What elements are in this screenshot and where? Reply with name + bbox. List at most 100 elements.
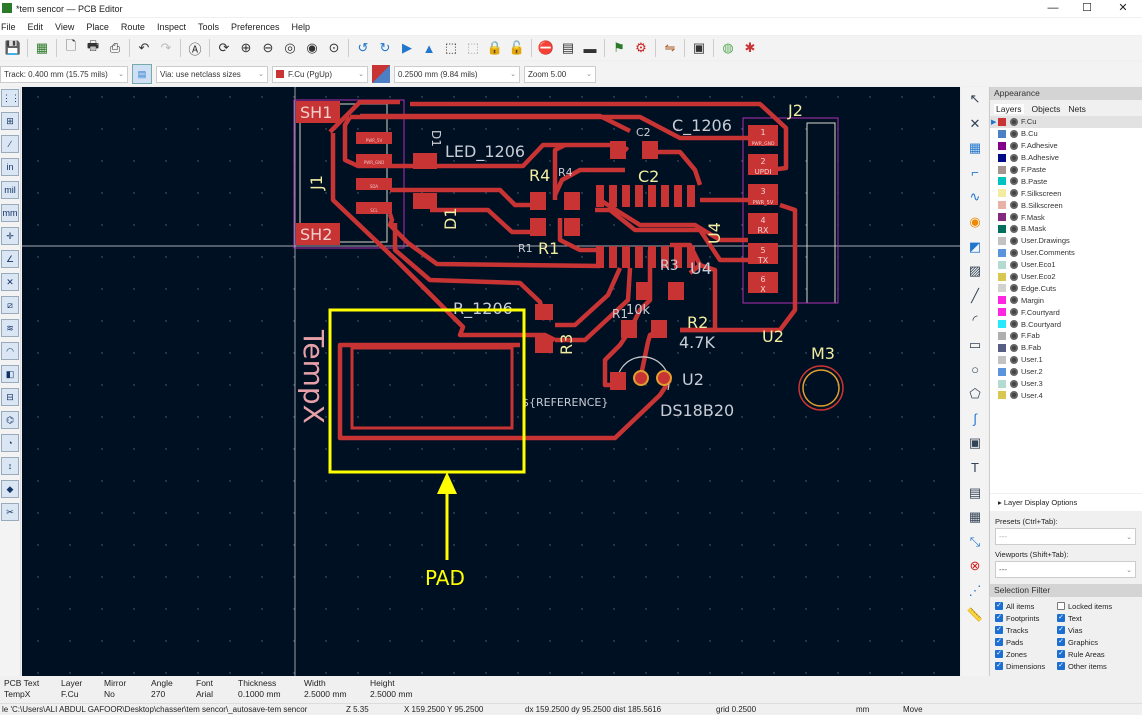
- checkbox-icon[interactable]: ✓: [995, 662, 1003, 670]
- layer-color-swatch[interactable]: [998, 331, 1006, 340]
- undo-icon[interactable]: ↶: [138, 40, 150, 55]
- cursor-icon[interactable]: ✛: [1, 227, 19, 245]
- net-inspector-icon[interactable]: ⊟: [1, 388, 19, 406]
- layer-color-swatch[interactable]: [998, 367, 1006, 376]
- eye-icon[interactable]: [1010, 308, 1018, 317]
- eye-icon[interactable]: [1010, 177, 1018, 186]
- layer-color-swatch[interactable]: [998, 224, 1006, 233]
- footprint-editor-icon[interactable]: ▤: [561, 40, 575, 55]
- eye-icon[interactable]: [1010, 320, 1018, 329]
- plugin-icon[interactable]: ◍: [722, 40, 734, 55]
- filter-checkbox[interactable]: ✓Dimensions: [995, 660, 1057, 672]
- track-width-select[interactable]: Track: 0.400 mm (15.75 mils)⌄: [0, 65, 128, 83]
- tracks-outline-icon[interactable]: ≋: [1, 319, 19, 337]
- zoom-fit-icon[interactable]: ◎: [284, 40, 296, 55]
- presets-select[interactable]: ---⌄: [995, 528, 1136, 545]
- add-footprint-icon[interactable]: ▦: [968, 140, 982, 156]
- layer-color-swatch[interactable]: [998, 308, 1006, 317]
- eye-icon[interactable]: [1010, 153, 1018, 162]
- layer-row[interactable]: User.3: [990, 378, 1142, 390]
- zoom-select[interactable]: Zoom 5.00⌄: [524, 65, 596, 83]
- grid-toggle-icon[interactable]: ⋮⋮: [1, 89, 20, 107]
- microwave-icon[interactable]: ◔: [1, 434, 19, 452]
- layer-color-swatch[interactable]: [998, 213, 1006, 222]
- grid-origin-icon[interactable]: ⋰: [968, 582, 982, 598]
- eye-icon[interactable]: [1010, 117, 1018, 126]
- layer-row[interactable]: B.Courtyard: [990, 318, 1142, 330]
- layer-row[interactable]: B.Paste: [990, 175, 1142, 187]
- viewports-select[interactable]: ---⌄: [995, 561, 1136, 578]
- draw-bezier-icon[interactable]: ∫: [973, 410, 977, 426]
- eye-icon[interactable]: [1010, 201, 1018, 210]
- redo-icon[interactable]: ↷: [160, 40, 172, 55]
- checkbox-icon[interactable]: ✓: [1057, 650, 1065, 658]
- filter-checkbox[interactable]: ✓Pads: [995, 636, 1057, 648]
- filter-checkbox[interactable]: ✓Graphics: [1057, 636, 1137, 648]
- layer-color-swatch[interactable]: [998, 355, 1006, 364]
- measure-icon[interactable]: ↕: [1, 457, 19, 475]
- local-ratsnest-icon[interactable]: ✕: [969, 115, 981, 131]
- eye-icon[interactable]: [1010, 165, 1018, 174]
- layer-color-swatch[interactable]: [998, 141, 1006, 150]
- filter-checkbox[interactable]: ✓Rule Areas: [1057, 648, 1137, 660]
- eye-icon[interactable]: [1010, 272, 1018, 281]
- filter-checkbox[interactable]: ✓Tracks: [995, 624, 1057, 636]
- rule-area-icon[interactable]: ▨: [968, 263, 982, 279]
- board-setup-icon[interactable]: ▦: [35, 40, 49, 55]
- checkbox-icon[interactable]: ✓: [1057, 626, 1065, 634]
- angle-constraint-icon[interactable]: ∠: [1, 250, 19, 268]
- layer-row[interactable]: B.Fab: [990, 342, 1142, 354]
- netlist-icon[interactable]: ⚑: [613, 40, 625, 55]
- menu-place[interactable]: Place: [86, 21, 109, 32]
- plugin2-icon[interactable]: ✱: [744, 40, 756, 55]
- draw-line-icon[interactable]: ╱: [971, 287, 979, 303]
- dimension-icon[interactable]: ⤡: [969, 533, 981, 549]
- layer-color-swatch[interactable]: [998, 296, 1006, 305]
- eye-icon[interactable]: [1010, 213, 1018, 222]
- eye-icon[interactable]: [1010, 355, 1018, 364]
- layer-row[interactable]: F.Paste: [990, 164, 1142, 176]
- eye-icon[interactable]: [1010, 248, 1018, 257]
- checkbox-icon[interactable]: ✓: [995, 614, 1003, 622]
- layer-row[interactable]: F.Mask: [990, 211, 1142, 223]
- board-setup-icon-left[interactable]: ⌬: [1, 411, 19, 429]
- add-table-icon[interactable]: ▦: [968, 509, 982, 525]
- layer-row[interactable]: User.2: [990, 366, 1142, 378]
- layer-row[interactable]: User.1: [990, 354, 1142, 366]
- close-button[interactable]: ✕: [1118, 2, 1128, 14]
- zoom-selection-icon[interactable]: ⊙: [328, 40, 340, 55]
- zone-outline-icon[interactable]: ⧄: [1, 296, 19, 314]
- eye-icon[interactable]: [1010, 141, 1018, 150]
- page-settings-icon[interactable]: 🗋: [65, 38, 77, 53]
- group-icon[interactable]: ⬚: [444, 40, 458, 55]
- layer-color-swatch[interactable]: [998, 343, 1006, 352]
- measure-tool-icon[interactable]: 📏: [966, 607, 984, 623]
- layer-color-swatch[interactable]: [998, 379, 1006, 388]
- draw-circle-icon[interactable]: ○: [971, 361, 979, 377]
- layer-color-swatch[interactable]: [998, 165, 1006, 174]
- rotate-cw-icon[interactable]: ↻: [379, 40, 391, 55]
- unlock-icon[interactable]: 🔓: [508, 40, 526, 55]
- add-zone-icon[interactable]: ◩: [968, 238, 982, 254]
- checkbox-icon[interactable]: ✓: [995, 650, 1003, 658]
- layer-row[interactable]: F.Fab: [990, 330, 1142, 342]
- checkbox-icon[interactable]: ✓: [1057, 638, 1065, 646]
- layer-color-swatch[interactable]: [998, 177, 1006, 186]
- layer-color-swatch[interactable]: [998, 129, 1006, 138]
- eye-icon[interactable]: [1010, 189, 1018, 198]
- pads-outline-icon[interactable]: ◠: [1, 342, 19, 360]
- units-mm-icon[interactable]: mm: [1, 204, 19, 222]
- polar-coords-icon[interactable]: ⊞: [1, 112, 19, 130]
- menu-route[interactable]: Route: [120, 21, 145, 32]
- via-size-select[interactable]: Via: use netclass sizes⌄: [156, 65, 268, 83]
- ungroup-icon[interactable]: ⬚: [466, 40, 480, 55]
- layer-color-swatch[interactable]: [998, 201, 1006, 210]
- minimize-button[interactable]: —: [1047, 2, 1059, 14]
- drc-icon[interactable]: ⛔: [537, 40, 555, 55]
- layer-color-swatch[interactable]: [998, 236, 1006, 245]
- zoom-objects-icon[interactable]: ◉: [306, 40, 318, 55]
- high-contrast-icon[interactable]: ◧: [1, 365, 19, 383]
- update-pcb-icon[interactable]: ⚙: [635, 40, 647, 55]
- layer-pair-icon[interactable]: [372, 65, 390, 83]
